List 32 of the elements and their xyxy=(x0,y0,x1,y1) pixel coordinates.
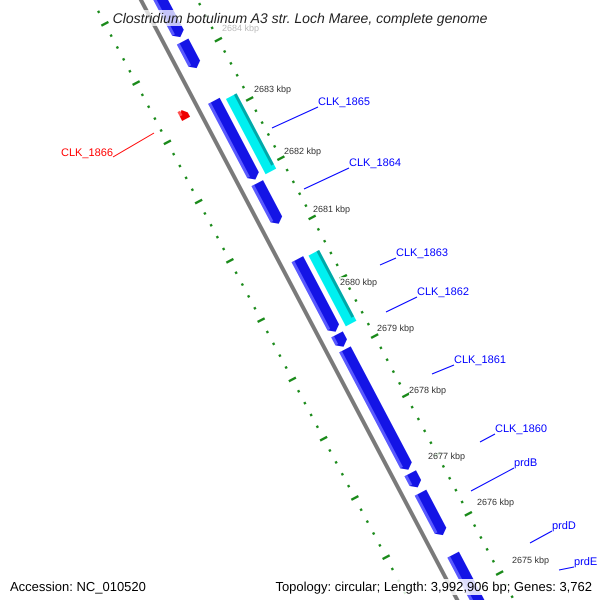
gene-label: CLK_1862 xyxy=(417,286,469,300)
scale-label: 2684 kbp xyxy=(222,22,260,34)
gene-label: prdE xyxy=(574,556,598,570)
leader-line xyxy=(304,168,350,190)
leader-line xyxy=(386,296,418,312)
gene-label: CLK_1866 xyxy=(61,147,113,160)
gene-label: CLK_1863 xyxy=(396,247,448,260)
gene-label: prdB xyxy=(514,457,538,470)
gene-label: CLK_1860 xyxy=(495,423,547,436)
scale-label: 2675 kbp xyxy=(512,554,550,566)
leader-line xyxy=(380,258,396,266)
scale-label: 2681 kbp xyxy=(313,204,350,214)
leader-line xyxy=(272,106,318,128)
leader-line xyxy=(432,364,454,374)
scale-label: 2683 kbp xyxy=(254,84,292,94)
leader-line xyxy=(470,468,514,492)
scale-label: 2677 kbp xyxy=(428,450,466,462)
gene-label: CLK_1864 xyxy=(349,157,401,170)
scale-label: 2680 kbp xyxy=(340,276,378,288)
gene-label: CLK_1865 xyxy=(318,96,370,110)
leader-line xyxy=(112,132,154,158)
leader-line xyxy=(530,530,552,544)
scale-label: 2682 kbp xyxy=(284,146,322,156)
scale-label: 2678 kbp xyxy=(409,384,446,396)
accession-text: Accession: NC_010520 xyxy=(10,579,146,595)
genome-summary: Topology: circular; Length: 3,992,906 bp; Genes: 3,762 xyxy=(275,579,592,595)
leader-line xyxy=(480,434,496,442)
scale-label: 2679 kbp xyxy=(377,322,414,334)
gene-label: CLK_1861 xyxy=(454,354,506,368)
scale-label: 2676 kbp xyxy=(477,496,514,508)
leader-line xyxy=(558,566,574,570)
gene-label: prdD xyxy=(552,520,576,534)
